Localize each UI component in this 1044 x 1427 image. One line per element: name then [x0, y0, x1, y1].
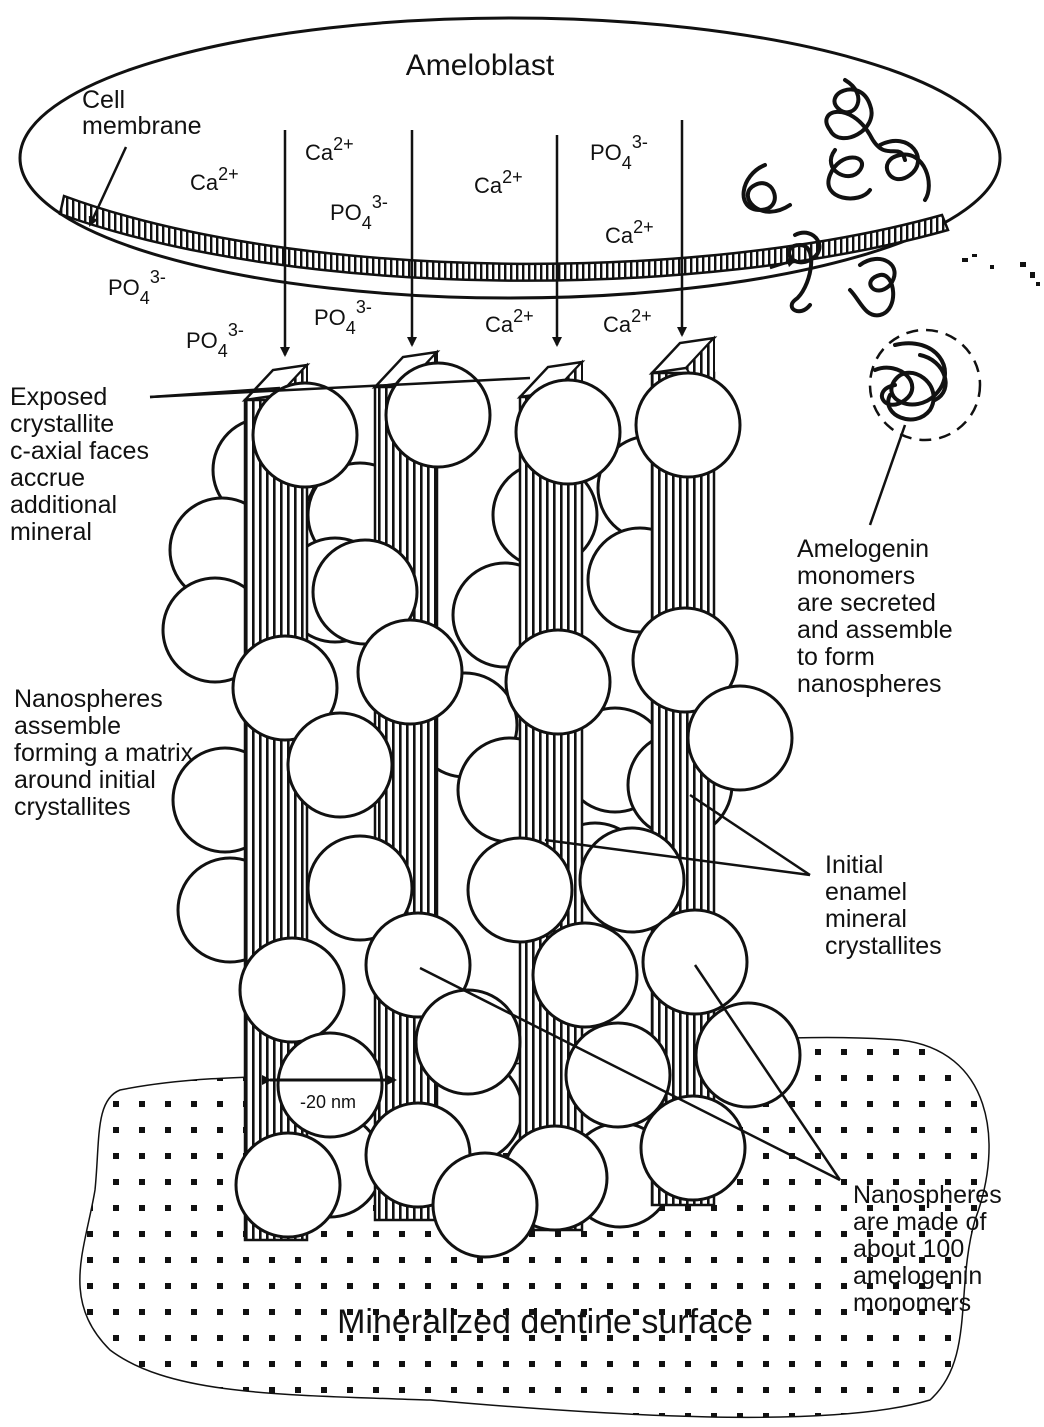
calcium-ion-label: Ca2+ [603, 306, 652, 337]
nanosphere [288, 713, 392, 817]
crystallite-rod [375, 387, 437, 1220]
crystallite-rod [520, 397, 582, 1230]
nanosphere [696, 1003, 800, 1107]
nanosphere [253, 383, 357, 487]
specks [962, 254, 1040, 286]
phosphate-ion-label: PO43- [108, 267, 166, 308]
nanosphere [433, 1153, 537, 1257]
phosphate-ion-label: PO43- [314, 297, 372, 338]
nanosphere [641, 1096, 745, 1200]
nanosphere [386, 363, 490, 467]
phosphate-ion-label: PO43- [186, 320, 244, 361]
dentine-label: Mineralized dentine surface [337, 1303, 753, 1341]
nanosphere [506, 630, 610, 734]
calcium-ion-label: Ca2+ [485, 306, 534, 337]
title-ameloblast: Ameloblast [406, 49, 555, 82]
nanosphere [533, 923, 637, 1027]
nanosphere [643, 910, 747, 1014]
nanosphere [688, 686, 792, 790]
nanosphere [278, 1033, 382, 1137]
scale-label: -20 nm [300, 1092, 356, 1112]
nanosphere [358, 620, 462, 724]
nanosphere [416, 990, 520, 1094]
nanosphere [236, 1133, 340, 1237]
nanosphere [468, 838, 572, 942]
nanosphere [516, 380, 620, 484]
nanosphere [240, 938, 344, 1042]
nanosphere [636, 373, 740, 477]
